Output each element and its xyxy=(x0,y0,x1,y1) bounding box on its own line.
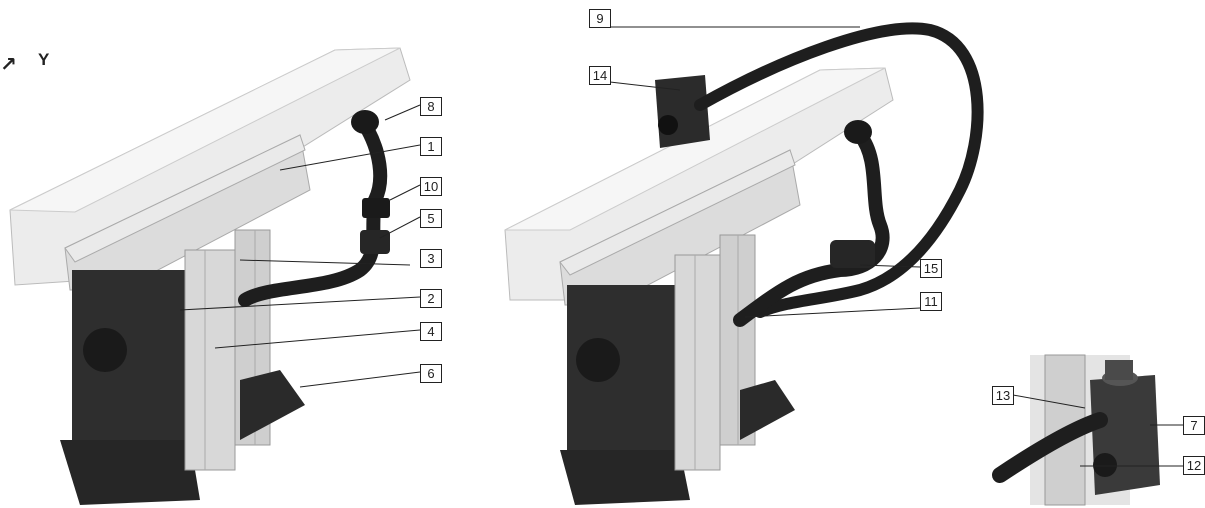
left-axis-assembly xyxy=(9,47,411,505)
left-foot xyxy=(60,440,200,505)
mid-base-plate xyxy=(740,380,795,440)
left-end-knob xyxy=(83,328,127,372)
callout-11: 11 xyxy=(920,292,942,311)
callout-6: 6 xyxy=(420,364,442,383)
mid-carriage-top xyxy=(559,149,796,276)
callout-14: 14 xyxy=(589,66,611,85)
callout-8: 8 xyxy=(420,97,442,116)
inset-connector-housing xyxy=(1090,375,1160,495)
axis-label-y: Y xyxy=(38,50,50,69)
mid-cable-splitter xyxy=(830,240,875,268)
left-column-a xyxy=(184,249,236,471)
callout-10: 10 xyxy=(420,177,442,196)
middle-axis-assembly xyxy=(504,22,984,505)
mid-axis-top-face xyxy=(504,67,886,231)
callout-12: 12 xyxy=(1183,456,1205,475)
mid-end-knob xyxy=(576,338,620,382)
mid-top-connector xyxy=(655,75,710,148)
mid-foot xyxy=(560,450,690,505)
detail-inset xyxy=(992,354,1160,506)
axis-direction-arrow: ↗ xyxy=(0,52,17,76)
callout-15: 15 xyxy=(920,259,942,278)
left-cable-elbow xyxy=(351,110,379,134)
inset-cable xyxy=(992,412,1108,483)
callout-3: 3 xyxy=(420,249,442,268)
callout-2: 2 xyxy=(420,289,442,308)
callout-4: 4 xyxy=(420,322,442,341)
left-base-plate xyxy=(240,370,305,440)
mid-column-a xyxy=(674,254,721,471)
left-carriage-top xyxy=(64,134,306,263)
left-cable-coupling xyxy=(362,198,390,218)
mid-cable-loop xyxy=(694,22,984,318)
mid-cable-elbow xyxy=(844,120,872,144)
left-cable-joint xyxy=(360,230,390,254)
callout-5: 5 xyxy=(420,209,442,228)
callout-7: 7 xyxy=(1183,416,1205,435)
callout-9: 9 xyxy=(589,9,611,28)
callout-13: 13 xyxy=(992,386,1014,405)
callout-1: 1 xyxy=(420,137,442,156)
left-axis-top-face xyxy=(9,47,401,213)
leader-lines xyxy=(179,26,1183,467)
